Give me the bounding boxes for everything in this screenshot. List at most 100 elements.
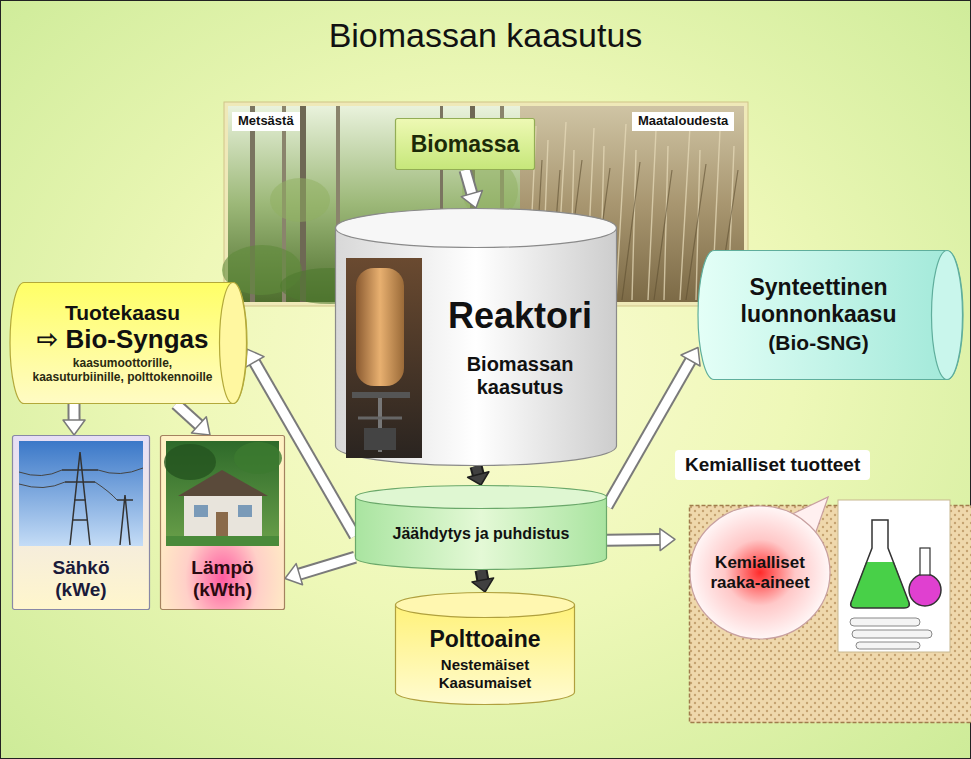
flask-picture-part [909, 574, 941, 606]
cylinder-body [10, 283, 247, 404]
box-outline [13, 436, 150, 610]
arrow-shaft-outline [298, 557, 355, 574]
photo-label: Metsästä [232, 112, 300, 131]
house-photo-part [166, 536, 279, 546]
node-text: Tuotekaasu [65, 301, 180, 325]
bubble-outline [690, 506, 830, 639]
flask-picture-part [850, 618, 920, 626]
flask-picture [838, 500, 950, 652]
diagram-title: Biomassan kaasutus [0, 16, 971, 55]
house-photo-part [184, 496, 262, 536]
cylinder-body [336, 228, 617, 465]
node-content: Kemialliset tuotteet [675, 450, 870, 480]
flow-arrow [607, 348, 700, 507]
flow-arrow [63, 404, 85, 435]
house-photo [164, 441, 282, 546]
sng-cylinder: Synteettinen luonnonkaasu (Bio-SNG) [698, 250, 963, 380]
node-text: ⇨ Bio-Syngas [36, 325, 208, 355]
flask-picture-part [851, 520, 910, 608]
node-content: Lämpö(kWth) [166, 557, 279, 601]
flask-picture-part [920, 548, 930, 575]
arrow-head [681, 348, 700, 366]
reactor-photo-part [356, 268, 404, 386]
power-line-photo-part [62, 452, 133, 545]
arrow-shaft [298, 557, 355, 574]
house-photo-part [164, 444, 216, 480]
arrow-shaft [607, 535, 662, 545]
reactor-photo-part [346, 258, 422, 458]
flow-arrow [176, 404, 210, 435]
flask-picture-part [852, 630, 932, 638]
arrow-shaft-outline [607, 533, 662, 547]
arrow-head [63, 420, 85, 435]
flask-picture-part [856, 642, 920, 649]
cylinder-body [698, 251, 963, 380]
arrow-head [472, 578, 494, 592]
house-photo-part [234, 442, 282, 474]
reactor-photo-part [358, 417, 402, 420]
flow-arrow [472, 570, 494, 592]
node-content: Kemialliset raaka-aineet [708, 553, 812, 592]
node-text: Lämpö [191, 557, 253, 579]
arrow-head [192, 417, 210, 435]
node-text: Synteettinen luonnonkaasu [712, 274, 925, 327]
arrow-head [660, 529, 675, 551]
arrow-shaft [176, 404, 200, 426]
house-photo-part [238, 505, 252, 517]
node-text: Reaktori [448, 295, 592, 336]
power-line-photo-part [19, 468, 143, 500]
house-photo-part [194, 505, 208, 517]
flow-arrow [468, 466, 489, 485]
arrow-shaft [465, 170, 472, 195]
node-text: (Bio-SNG) [768, 331, 868, 355]
box-outline [396, 119, 535, 170]
arrow-shaft-outline [176, 404, 200, 426]
arrow-head [285, 564, 303, 585]
reactor-photo-part [352, 392, 410, 398]
node-text: Jäähdytys ja puhdistus [393, 525, 570, 543]
arrow-head [468, 472, 489, 485]
input-box: Biomassa [395, 118, 535, 170]
flask-picture-part [838, 500, 950, 652]
arrow-head [245, 349, 264, 367]
cylinder-end [220, 283, 247, 404]
node-content: Sähkö(kWe) [18, 557, 144, 601]
arrow-head [461, 191, 482, 208]
node-content: PolttoaineNestemäisetKaasumaiset [403, 626, 567, 691]
node-text: Kemialliset tuotteet [675, 450, 870, 480]
cylinder-top [336, 209, 617, 248]
arrow-shaft [69, 404, 78, 422]
arrow-shaft-outline [67, 404, 80, 422]
cylinder-end [932, 251, 963, 380]
node-text: kaasumoottorille, kaasuturbiinille, polt… [28, 357, 217, 385]
node-text: Polttoaine [429, 626, 540, 652]
reactor-photo-part [364, 428, 396, 450]
fuel-cylinder: PolttoaineNestemäisetKaasumaiset [395, 592, 575, 705]
raw-materials-bubble: Kemialliset raaka-aineet [689, 505, 831, 640]
box-outline [161, 436, 285, 610]
node-content: Biomassa [403, 131, 527, 157]
flow-arrow [607, 529, 675, 551]
arrow-shaft-outline [465, 170, 472, 195]
node-text: Nestemäiset [441, 656, 529, 673]
power-line-photo [19, 441, 143, 546]
node-text: Biomassan kaasutus [433, 353, 607, 399]
cleaning-cylinder: Jäähdytys ja puhdistus [355, 485, 607, 570]
arrow-shaft [607, 359, 691, 506]
house-photo-part [216, 512, 228, 536]
cylinder-body [396, 605, 575, 705]
node-content: Synteettinen luonnonkaasu (Bio-SNG) [712, 274, 925, 355]
power-line-photo-part [19, 441, 143, 546]
flow-arrow [461, 170, 482, 208]
node-content: Tuotekaasu⇨ Bio-Syngaskaasumoottorille, … [28, 301, 217, 385]
node-content: ReaktoriBiomassan kaasutus [433, 295, 607, 398]
forest-photo-part [270, 178, 330, 222]
arrow-shaft-outline [607, 359, 691, 506]
flask-picture-part [851, 562, 910, 608]
cylinder-top [396, 593, 575, 618]
cylinder-top [356, 486, 607, 509]
photo-label: Maataloudesta [632, 112, 734, 131]
node-content: Jäähdytys ja puhdistus [365, 525, 597, 543]
